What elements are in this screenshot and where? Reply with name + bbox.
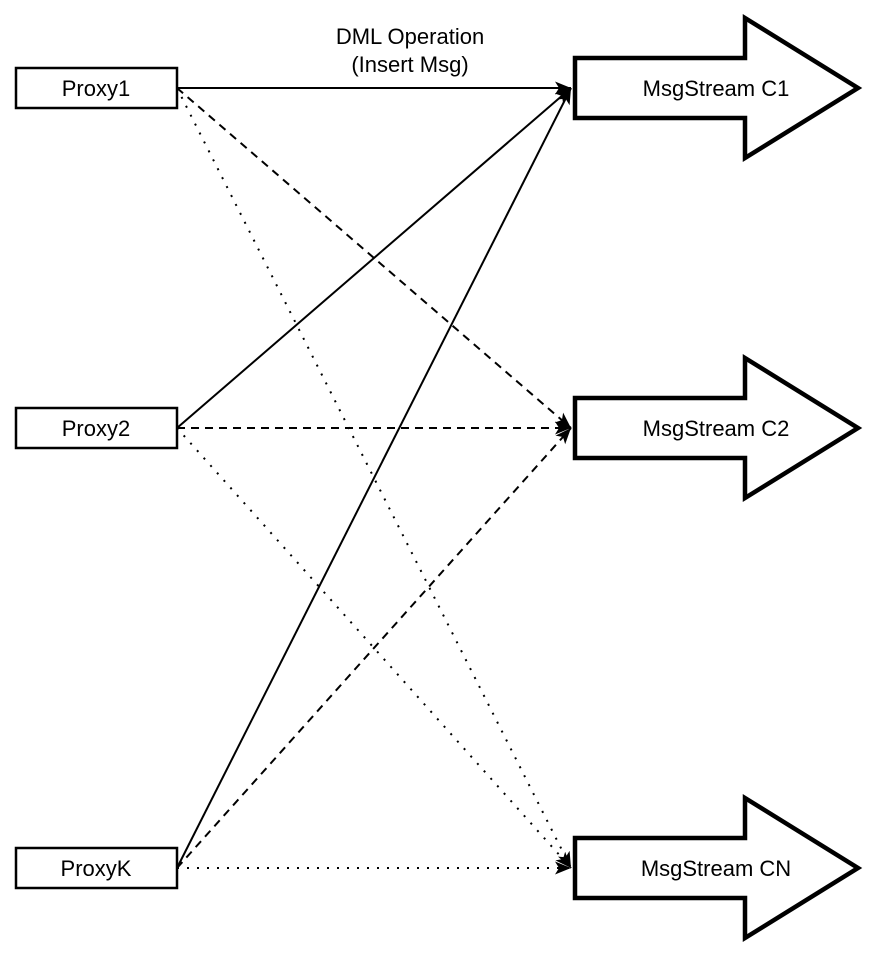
stream-node-cn: MsgStream CN [572, 793, 863, 943]
edge-proxy2-c1-solid [176, 87, 572, 429]
edge-proxy1-c2-dashed [176, 87, 572, 429]
edge-proxyk-c1-solid [176, 87, 572, 869]
msgstream-c1-arrow-shape [572, 13, 863, 163]
proxyk-box [14, 846, 179, 890]
proxy-node-proxy1: Proxy1 [14, 66, 179, 110]
msgstream-cn-arrow-shape [572, 793, 863, 943]
msgstream-cn-label: MsgStream CN [641, 856, 791, 881]
proxyk-label: ProxyK [61, 856, 132, 881]
proxy1-box [14, 66, 179, 110]
stream-node-c2: MsgStream C2 [572, 353, 863, 503]
proxy1-label: Proxy1 [62, 76, 130, 101]
stream-node-c1: MsgStream C1 [572, 13, 863, 163]
msgstream-c2-label: MsgStream C2 [643, 416, 790, 441]
diagram-title-line2: (Insert Msg) [351, 52, 468, 77]
proxy-node-proxy2: Proxy2 [14, 406, 179, 450]
diagram-title-line1: DML Operation [336, 24, 484, 49]
proxy2-box [14, 406, 179, 450]
proxy-node-proxyk: ProxyK [14, 846, 179, 890]
msgstream-c1-label: MsgStream C1 [643, 76, 790, 101]
proxy2-label: Proxy2 [62, 416, 130, 441]
msgstream-c2-arrow-shape [572, 353, 863, 503]
edges-layer [176, 81, 572, 875]
edge-proxyk-c2-dashed [176, 427, 572, 869]
